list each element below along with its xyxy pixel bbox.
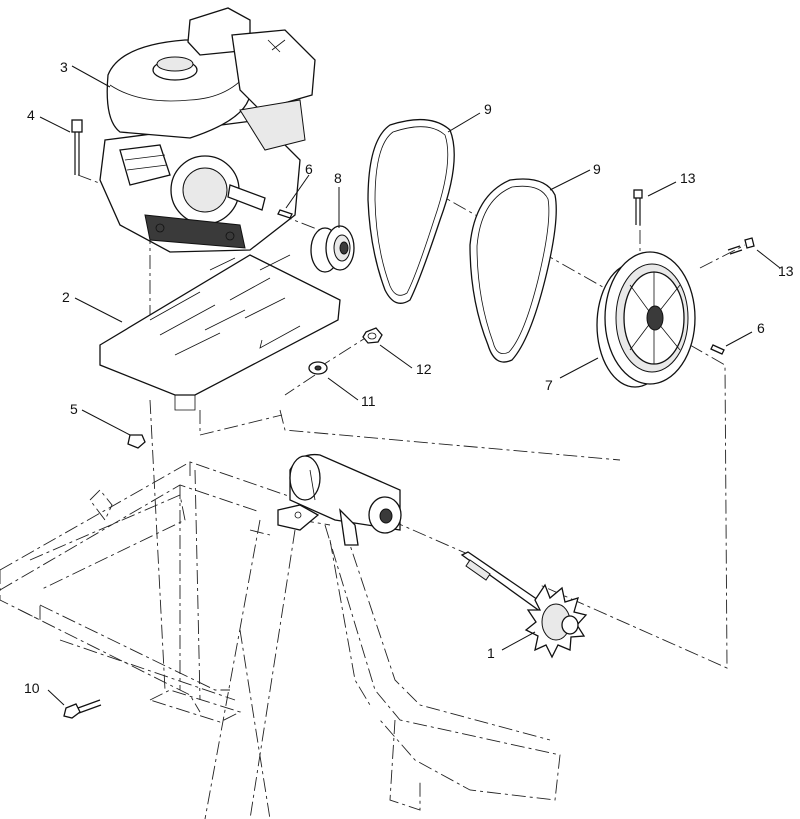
callout-7: 7 [545, 377, 553, 393]
bolt-13a [633, 189, 643, 225]
callout-13-right: 13 [778, 263, 794, 279]
callout-10: 10 [24, 680, 40, 696]
callout-1: 1 [487, 645, 495, 661]
driven-pulley [596, 251, 696, 388]
belt-9a [367, 118, 455, 304]
engine [99, 7, 316, 253]
callout-11: 11 [361, 393, 376, 409]
callout-8: 8 [334, 170, 342, 186]
callout-4: 4 [27, 107, 35, 123]
engine-pulley [310, 225, 355, 273]
callout-6-top: 6 [305, 161, 313, 177]
callout-5: 5 [70, 401, 78, 417]
callout-9-left: 9 [484, 101, 492, 117]
bolt-13b [727, 237, 755, 255]
bolt-4 [71, 119, 83, 175]
nut-5 [127, 434, 146, 449]
callout-6-right: 6 [757, 320, 765, 336]
frame-phantom [0, 461, 561, 819]
callout-9-right: 9 [593, 161, 601, 177]
callout-labels: 1 2 3 4 5 6 6 7 8 9 9 10 11 12 13 13 [24, 59, 794, 696]
callout-leaders [39, 65, 781, 706]
callout-13-top: 13 [680, 170, 696, 186]
belt-9b [469, 178, 557, 363]
engine-mount-plate [99, 254, 341, 411]
callout-3: 3 [60, 59, 68, 75]
key-6b [710, 344, 725, 355]
drive-shaft-sprocket [460, 551, 588, 659]
nut-12 [362, 327, 383, 344]
key-6a [277, 209, 293, 219]
callout-2: 2 [62, 289, 70, 305]
bearing-housing [277, 453, 402, 546]
washer-11 [308, 361, 328, 375]
bolt-10 [63, 699, 102, 719]
callout-12: 12 [416, 361, 432, 377]
